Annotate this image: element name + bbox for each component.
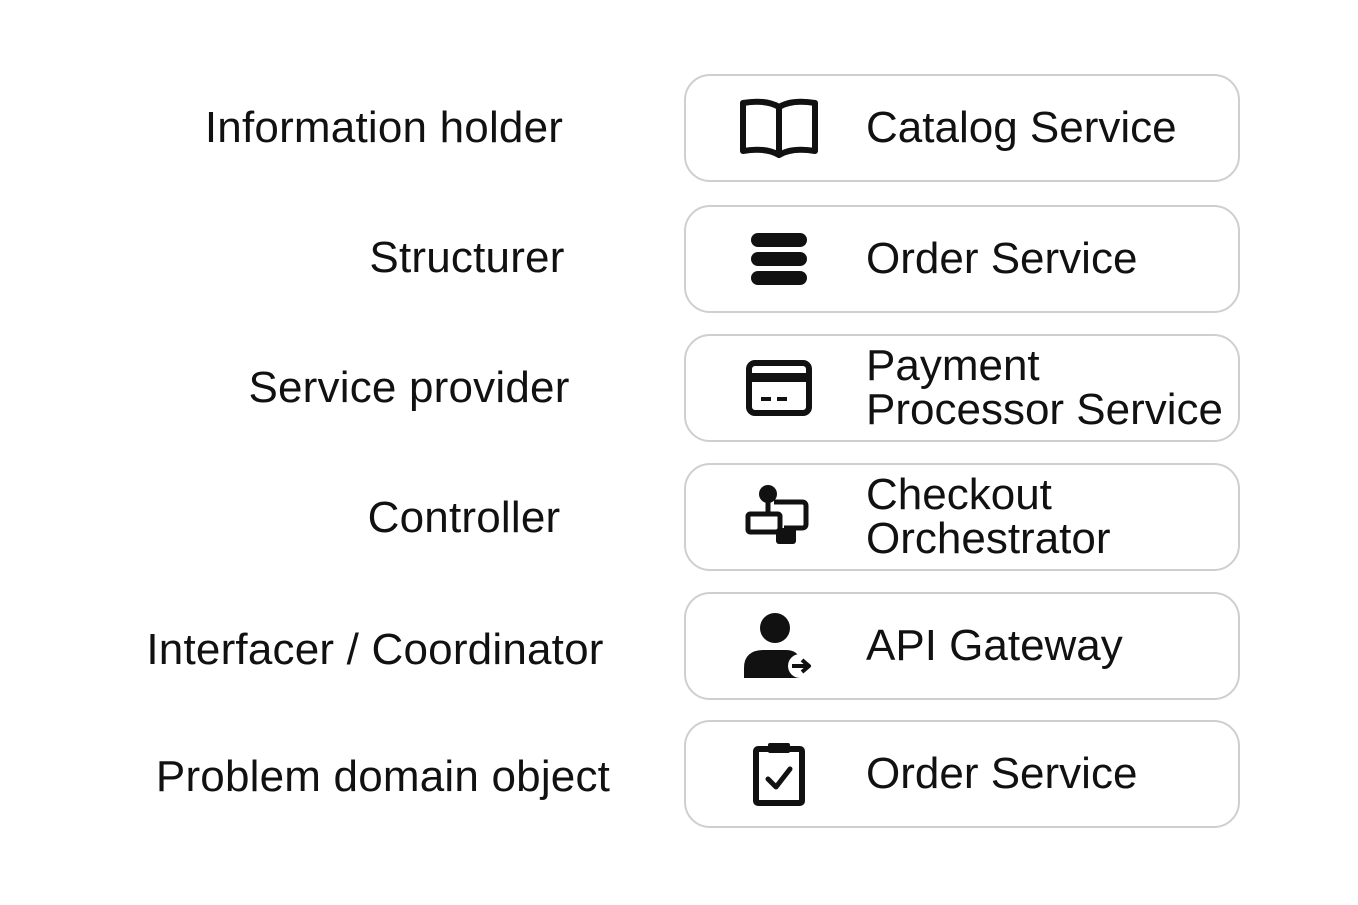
service-card-order-domain: Order Service [684,720,1240,828]
service-name-line: Orchestrator [866,514,1111,563]
workflow-icon [734,477,824,557]
service-name-line: Checkout [866,470,1052,519]
service-card-api-gateway: API Gateway [684,592,1240,700]
role-label-structurer: Structurer [369,233,565,282]
service-card-catalog: Catalog Service [684,74,1240,182]
service-name: API Gateway [866,621,1123,670]
service-name-line: Processor Service [866,385,1224,434]
role-label-problem-domain-object: Problem domain object [155,752,611,801]
open-book-icon [734,88,824,168]
service-name: Checkout Orchestrator [866,465,1111,569]
credit-card-icon [734,348,824,428]
user-forward-icon [734,606,824,686]
service-card-payment-processor: Payment Processor Service [684,334,1240,442]
service-name: Payment Processor Service [866,336,1223,440]
role-label-service-provider: Service provider [248,363,570,412]
role-label-controller: Controller [367,493,561,542]
role-label-interfacer-coordinator: Interfacer / Coordinator [146,625,604,674]
service-name: Catalog Service [866,103,1177,152]
service-name-line: Payment [866,341,1040,390]
clipboard-check-icon [734,734,824,814]
service-name: Order Service [866,234,1138,283]
role-label-information-holder: Information holder [204,103,564,152]
service-card-order: Order Service [684,205,1240,313]
stacked-layers-icon [734,219,824,299]
service-card-checkout-orchestrator: Checkout Orchestrator [684,463,1240,571]
service-name: Order Service [866,749,1138,798]
